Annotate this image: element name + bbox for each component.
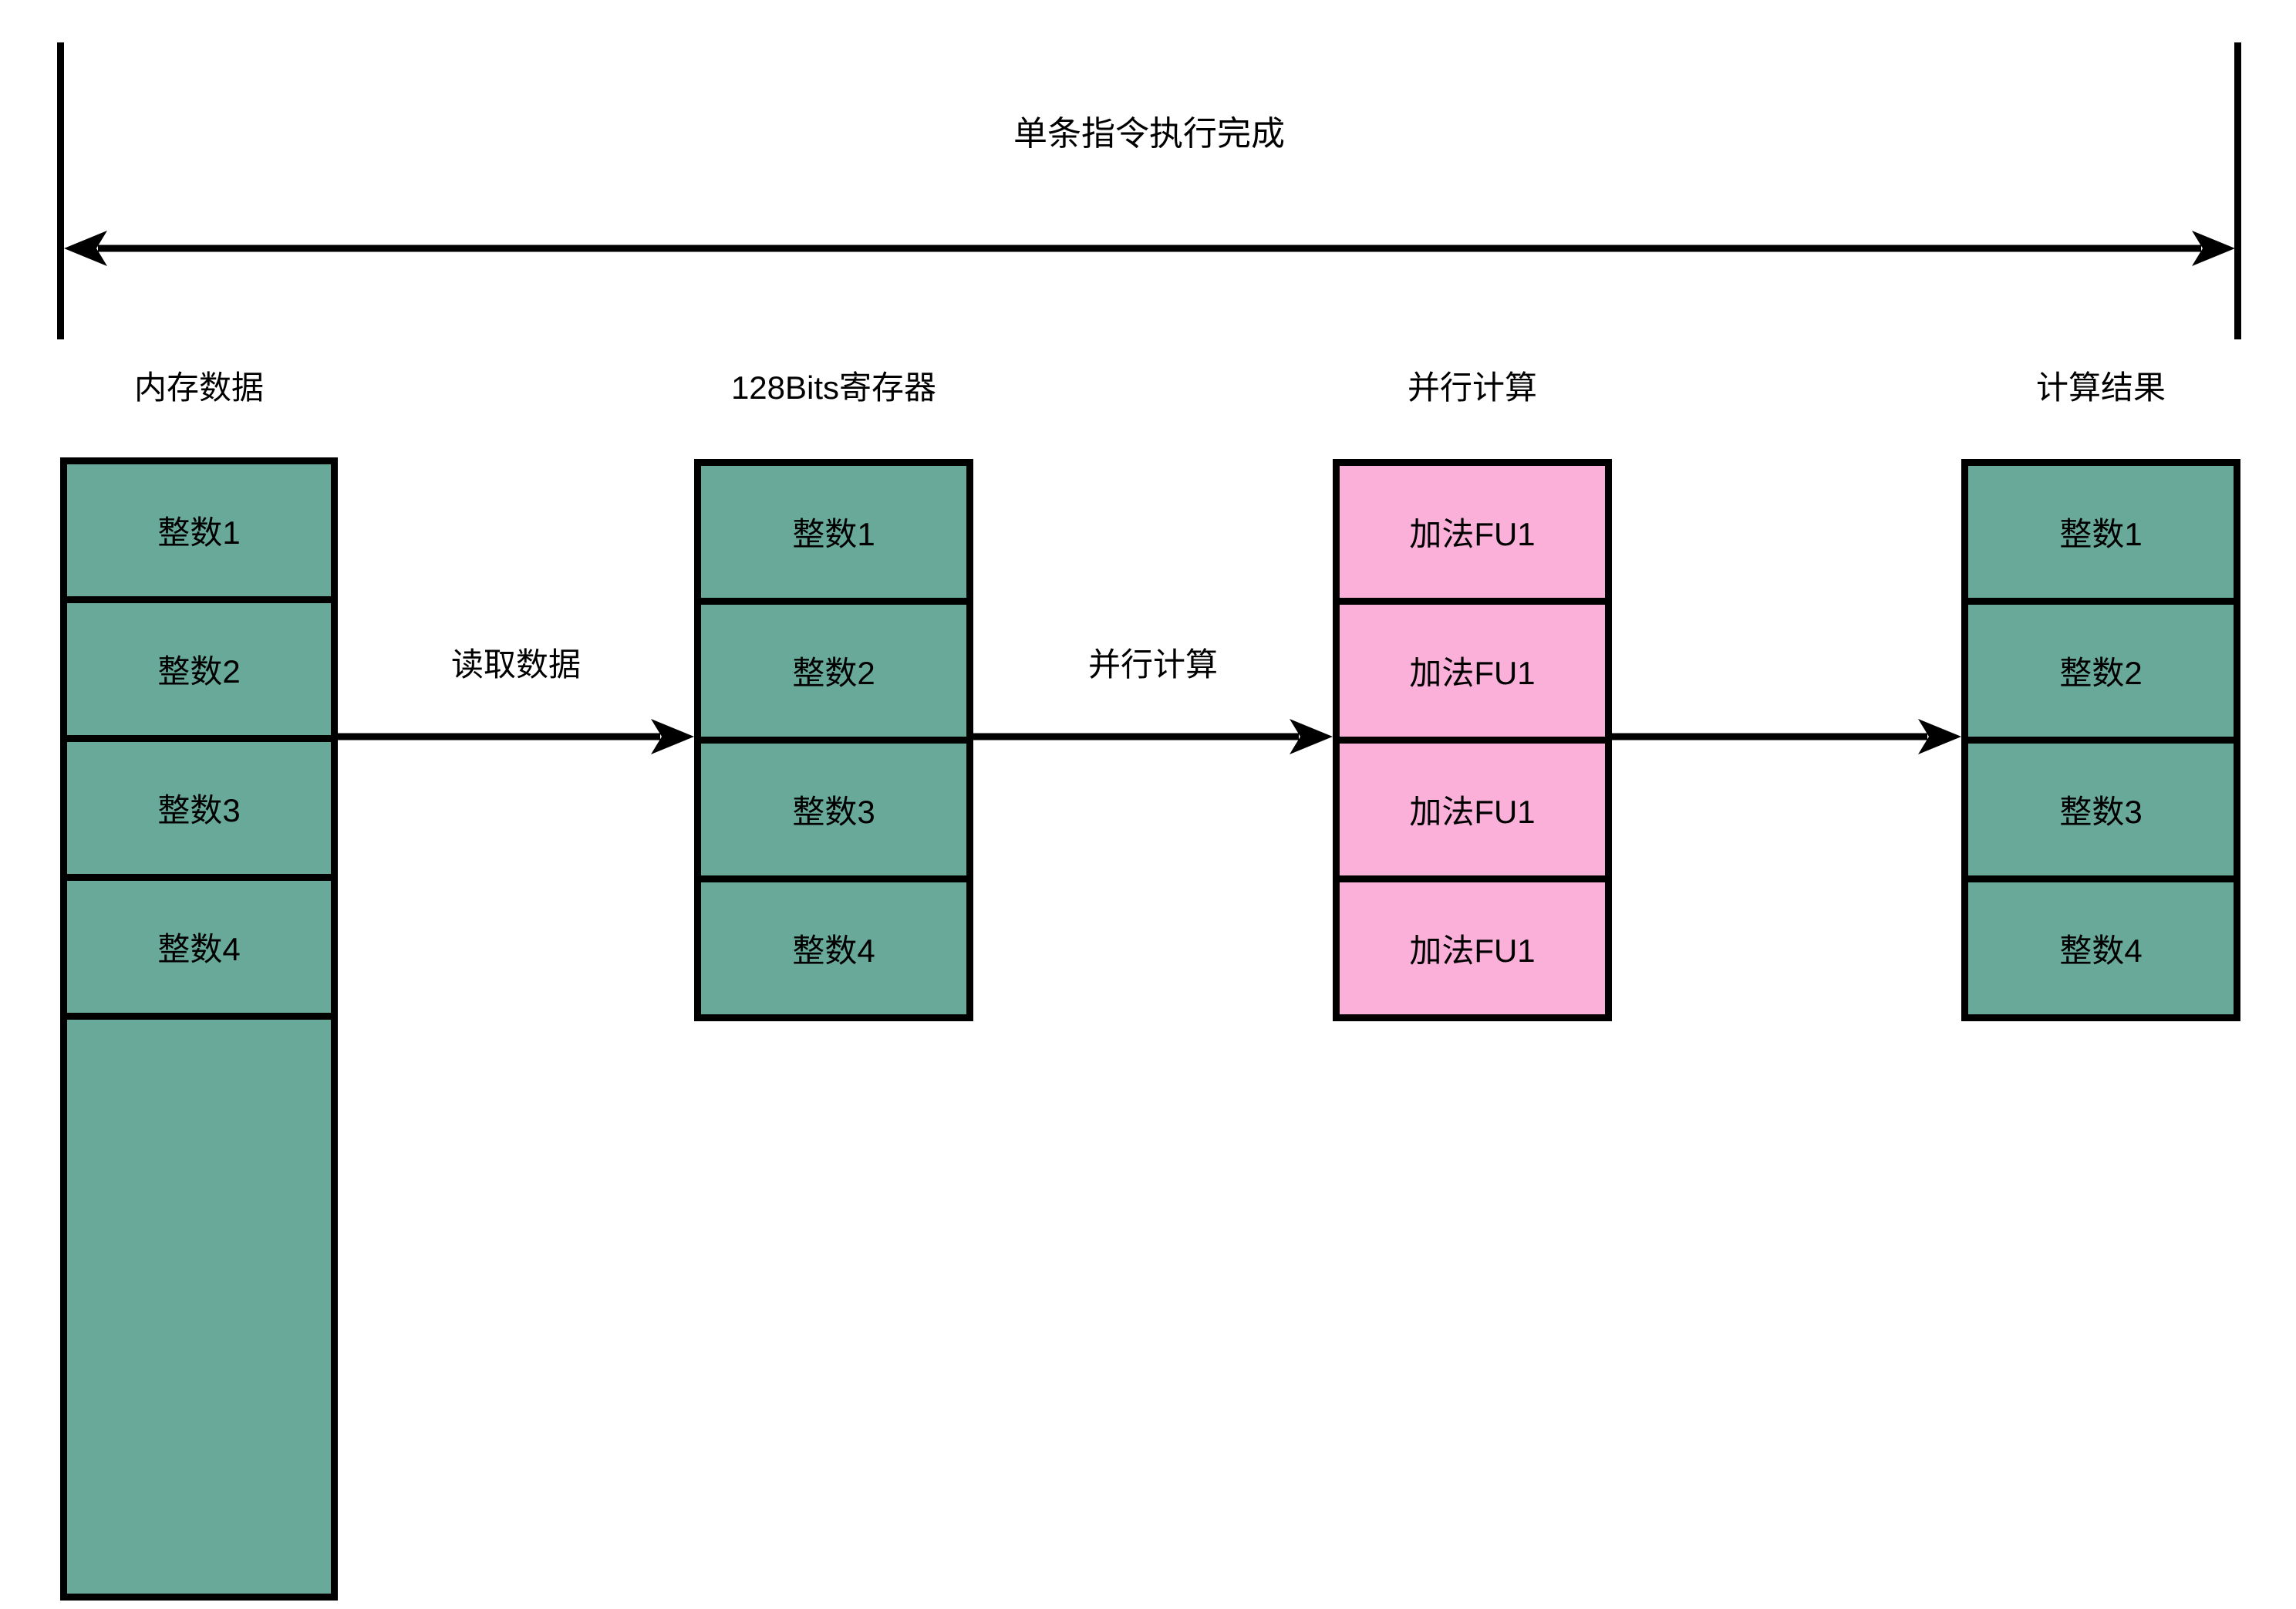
register-cell: 整数4	[701, 875, 966, 1014]
memory-empty-cell	[67, 1013, 331, 1594]
result-cell: 整数3	[1968, 737, 2234, 875]
register-cell: 整数2	[701, 598, 966, 737]
register-column-header: 128Bits寄存器	[730, 369, 937, 406]
result-column: 整数1 整数2 整数3 整数4	[1961, 459, 2240, 1021]
register-column: 整数1 整数2 整数3 整数4	[694, 459, 973, 1021]
result-column-header: 计算结果	[2035, 369, 2166, 406]
adder-fu-cell: 加法FU1	[1340, 737, 1605, 875]
adder-fu-cell: 加法FU1	[1340, 875, 1605, 1014]
register-cell: 整数1	[792, 516, 875, 552]
result-cell: 整数2	[1968, 598, 2234, 737]
instruction-span-double-arrow	[64, 231, 2235, 266]
arrowhead-right-icon	[1290, 719, 1333, 754]
read-data-arrow	[338, 719, 694, 754]
memory-cell: 整数3	[67, 735, 331, 874]
arrowhead-right-icon	[2192, 231, 2235, 266]
adder-fu-cell: 加法FU1	[1340, 598, 1605, 737]
read-data-arrow-label: 读取数据	[450, 646, 581, 683]
parallel-compute-arrow	[973, 719, 1333, 754]
parallel-column-header: 并行计算	[1407, 369, 1537, 406]
bracket-left-bar	[57, 42, 64, 339]
memory-column-header: 内存数据	[133, 369, 264, 406]
arrowhead-right-icon	[651, 719, 694, 754]
arrowhead-left-icon	[64, 231, 107, 266]
parallel-compute-column: 加法FU1 加法FU1 加法FU1 加法FU1	[1333, 459, 1612, 1021]
register-cell: 整数3	[701, 737, 966, 875]
memory-cell: 整数1	[157, 514, 241, 551]
bracket-right-bar	[2234, 42, 2241, 339]
result-cell: 整数1	[2059, 516, 2143, 552]
memory-cell: 整数4	[67, 874, 331, 1013]
memory-column: 整数1 整数2 整数3 整数4	[60, 457, 338, 1601]
adder-fu-cell: 加法FU1	[1409, 516, 1536, 552]
result-cell: 整数4	[1968, 875, 2234, 1014]
result-arrow	[1612, 719, 1961, 754]
memory-cell: 整数2	[67, 596, 331, 735]
parallel-compute-arrow-label: 并行计算	[1087, 646, 1218, 683]
arrowhead-right-icon	[1918, 719, 1961, 754]
instruction-span-title: 单条指令执行完成	[1013, 115, 1285, 153]
